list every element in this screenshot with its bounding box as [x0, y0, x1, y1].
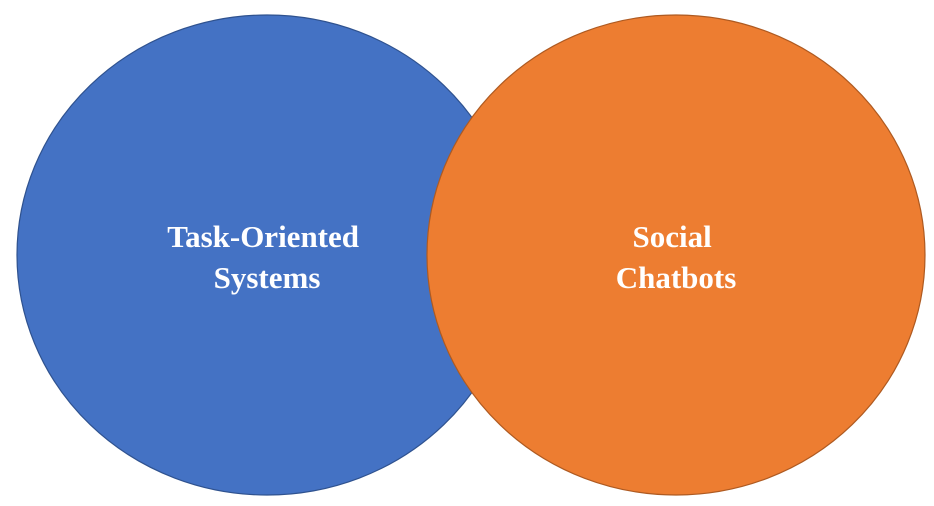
- social-chatbots-label-line-2: Chatbots: [616, 260, 737, 295]
- social-chatbots-circle: [426, 14, 926, 496]
- social-chatbots-label: Social Chatbots: [616, 219, 737, 295]
- social-chatbots-label-line-1: Social: [633, 219, 713, 254]
- circle-social: Social Chatbots: [426, 14, 926, 496]
- circle-task-oriented: Task-Oriented Systems: [16, 14, 518, 496]
- task-oriented-label: Task-Oriented Systems: [167, 219, 367, 295]
- task-oriented-label-line-2: Systems: [214, 260, 321, 295]
- task-oriented-label-line-1: Task-Oriented: [167, 219, 359, 254]
